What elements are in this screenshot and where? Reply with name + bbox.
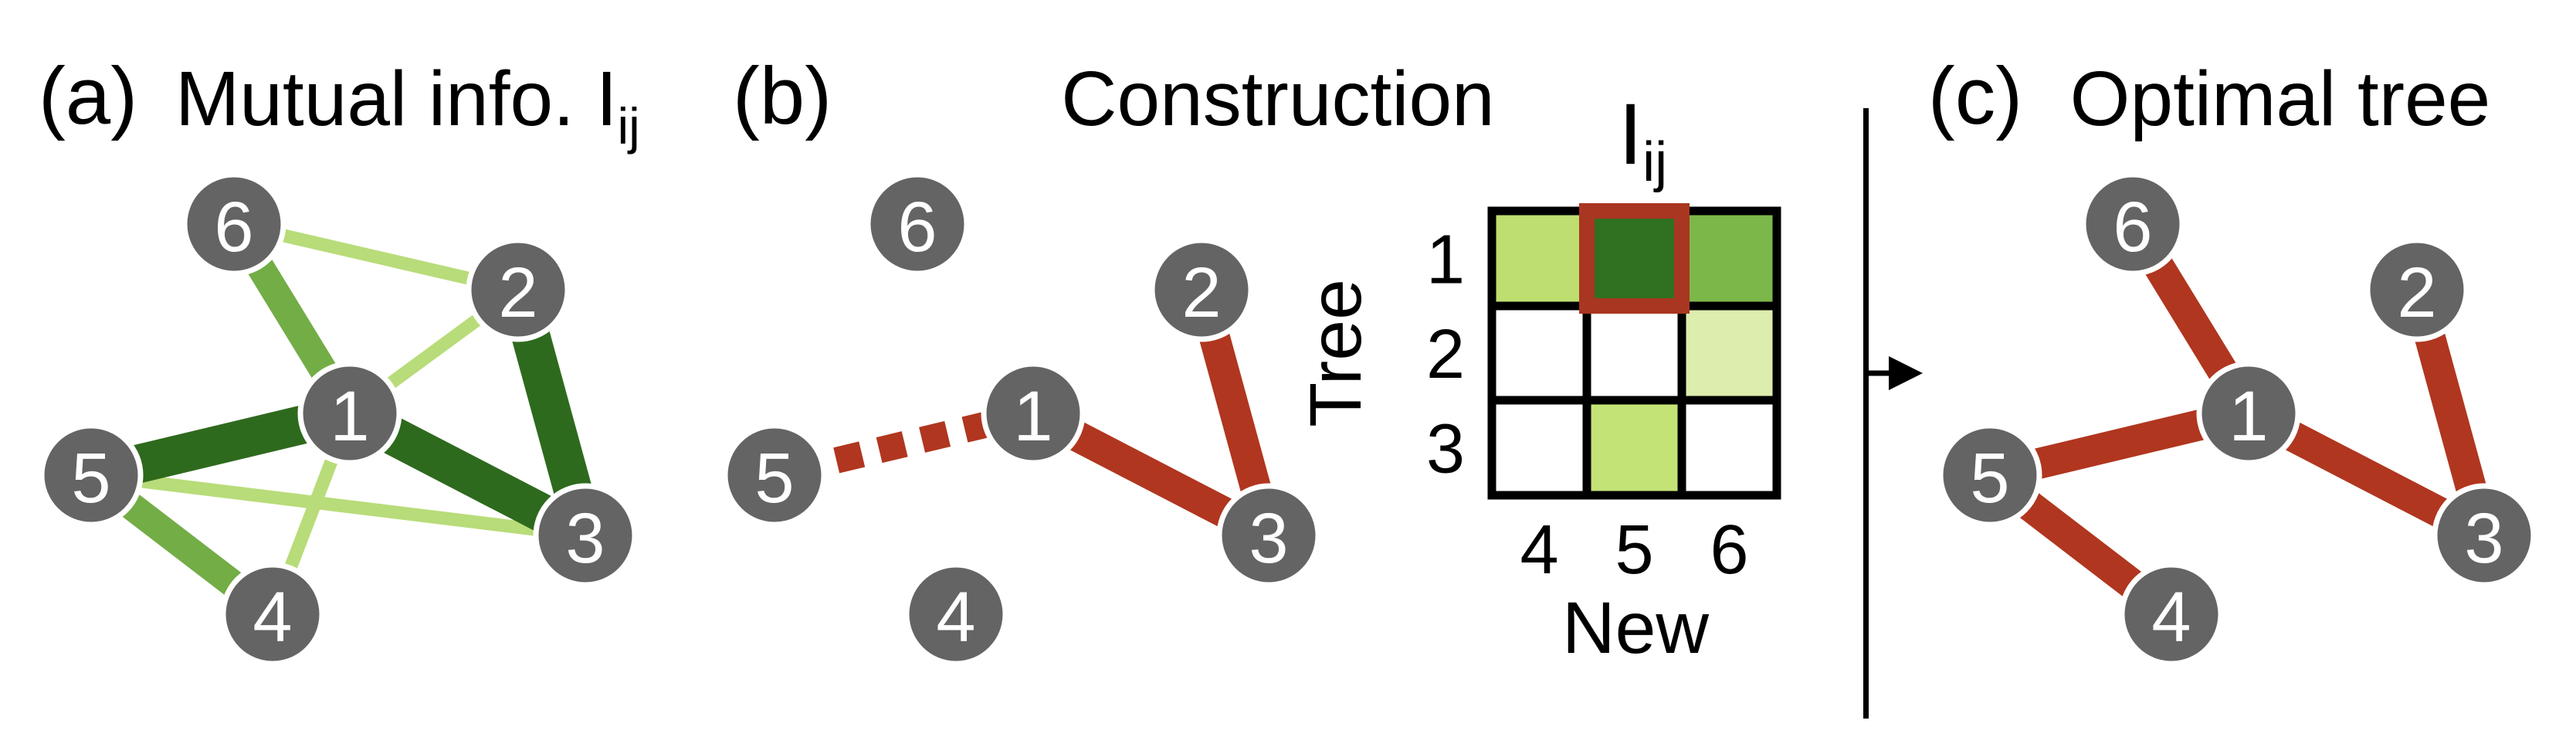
panel-c-graph: 1 2 3 4 5 6 [1937,172,2537,667]
node-label-5: 5 [754,439,794,518]
node-label-3: 3 [1249,499,1288,578]
matrix-highlight-frame [1579,203,1690,314]
matrix-row-label-3: 3 [1426,411,1465,488]
node-3 [1216,483,1321,588]
matrix-cells [1492,211,1777,495]
matrix-cell-r2-c6 [1682,306,1777,400]
node-label-6: 6 [214,188,253,267]
node-label-1: 1 [1013,377,1052,456]
node-3 [2432,483,2537,588]
matrix-highlighted-cell-frame [1579,203,1690,314]
node-2 [1149,237,1254,342]
matrix-row-axis-label: Tree [1295,279,1377,427]
node-2 [2364,237,2469,342]
panel-b-tag: (b) [733,51,832,141]
matrix-title-subscript: ij [1642,131,1667,193]
node-5 [1937,423,2042,528]
node-label-5: 5 [1970,439,2009,518]
node-label-1: 1 [2229,377,2268,456]
panel-divider-line [1863,108,1869,719]
matrix-col-label-5: 5 [1615,511,1653,589]
node-label-4: 4 [2151,578,2191,657]
panel-c-title: Optimal tree [2070,56,2491,142]
node-label-4: 4 [253,578,292,657]
edge-3-5 [90,468,587,542]
node-4 [220,562,325,667]
matrix-row-label-2: 2 [1426,316,1465,393]
node-label-5: 5 [71,439,110,518]
matrix-col-label-6: 6 [1710,511,1748,589]
node-label-3: 3 [2464,499,2503,578]
matrix-title-main: I [1618,86,1642,182]
node-2 [466,237,571,342]
panel-a-graph: 1 2 3 4 5 6 [39,172,638,667]
node-1 [2196,361,2301,466]
matrix-cell-r3-c5 [1587,400,1682,495]
matrix-cell-r1-c4 [1492,211,1587,306]
node-label-2: 2 [2397,253,2436,332]
node-label-2: 2 [1181,253,1221,332]
matrix-cell-r1-c5 [1587,211,1682,306]
node-label-6: 6 [897,188,937,267]
arrow-head-icon [1889,356,1923,390]
node-5 [39,423,144,528]
node-label-2: 2 [498,253,537,332]
node-4 [2119,562,2224,667]
matrix-row-label-1: 1 [1426,222,1465,299]
matrix-title: Iij [1618,86,1667,193]
panel-a-title: Mutual info. Iij [175,56,640,155]
matrix-cell-r2-c5 [1587,306,1682,400]
node-label-1: 1 [330,377,369,456]
node-6 [865,172,970,277]
node-1 [981,361,1086,466]
node-3 [533,483,638,588]
node-5 [722,423,827,528]
matrix-cell-r3-c6 [1682,400,1777,495]
matrix-cell-r1-c6 [1682,211,1777,306]
node-label-6: 6 [2113,188,2152,267]
node-4 [903,562,1008,667]
node-label-3: 3 [565,499,605,578]
panel-c-tag: (c) [1928,51,2022,141]
matrix-col-label-4: 4 [1520,511,1558,589]
panel-a-title-main: Mutual info. I [175,56,618,142]
matrix-row-labels: 1 2 3 [1426,222,1465,488]
matrix-cell-r3-c4 [1492,400,1587,495]
node-label-4: 4 [936,578,975,657]
matrix-cell-r2-c4 [1492,306,1587,400]
node-1 [297,361,402,466]
panel-a-title-subscript: ij [618,97,640,155]
node-6 [2080,172,2185,277]
node-6 [181,172,286,277]
panel-a-tag: (a) [39,51,137,141]
matrix-col-axis-label: New [1562,587,1709,669]
panel-b-graph: 1 2 3 4 5 6 [722,172,1321,667]
panel-b-title: Construction [1061,56,1494,142]
